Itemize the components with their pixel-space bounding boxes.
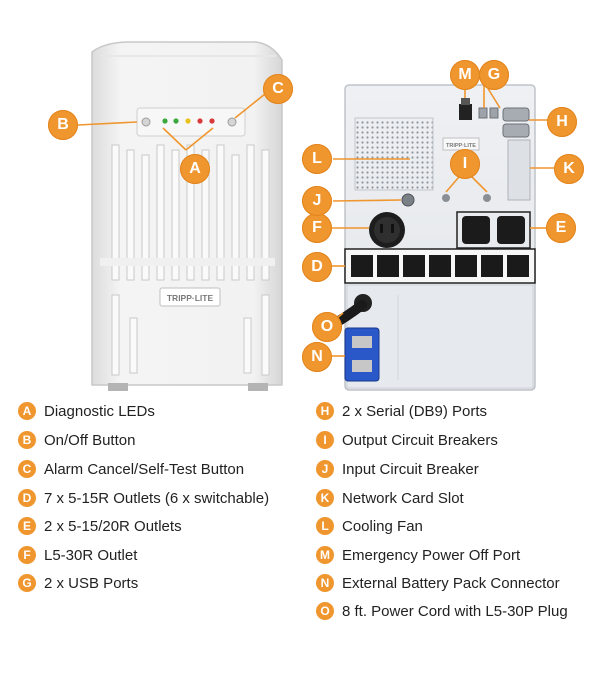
usb-port-2[interactable] (489, 107, 499, 119)
brand-logo-text: TRIPP·LITE (167, 293, 214, 303)
led-red-1 (197, 118, 203, 124)
legend-item-f: F L5-30R Outlet (18, 546, 137, 564)
callout-o: O (312, 312, 342, 342)
legend-text: Network Card Slot (342, 489, 464, 507)
legend-badge: D (18, 489, 36, 507)
legend-item-n: N External Battery Pack Connector (316, 574, 560, 592)
legend-badge: J (316, 460, 334, 478)
legend-badge: I (316, 431, 334, 449)
legend-item-j: J Input Circuit Breaker (316, 460, 479, 478)
legend-badge: C (18, 460, 36, 478)
legend-badge: E (18, 517, 36, 535)
legend-badge: H (316, 402, 334, 420)
ups-front-view: TRIPP·LITE (91, 41, 283, 391)
callout-d: D (302, 252, 332, 282)
legend-badge: F (18, 546, 36, 564)
output-breaker-1[interactable] (442, 194, 450, 202)
legend-text: 2 x 5-15/20R Outlets (44, 517, 182, 535)
legend-text: Input Circuit Breaker (342, 460, 479, 478)
legend-right: H 2 x Serial (DB9) Ports I Output Circui… (316, 402, 596, 642)
brand-logo: TRIPP·LITE (159, 287, 221, 307)
callout-j: J (302, 186, 332, 216)
legend-badge: M (316, 546, 334, 564)
legend-item-b: B On/Off Button (18, 431, 135, 449)
rear-brand-logo: TRIPP·LITE (442, 137, 480, 151)
callout-h: H (547, 107, 577, 137)
legend-badge: L (316, 517, 334, 535)
legend-text: External Battery Pack Connector (342, 574, 560, 592)
callout-m: M (450, 60, 480, 90)
emergency-power-off-port[interactable] (459, 104, 472, 120)
legend-text: 7 x 5-15R Outlets (6 x switchable) (44, 489, 270, 507)
rear-brand-logo-text: TRIPP·LITE (446, 143, 476, 149)
external-battery-connector[interactable] (344, 327, 380, 382)
legend-text: Emergency Power Off Port (342, 546, 521, 564)
led-red-2 (209, 118, 215, 124)
alarm-cancel-button[interactable] (227, 117, 237, 127)
l5-30r-outlet[interactable] (369, 212, 405, 248)
legend-item-e: E 2 x 5-15/20R Outlets (18, 517, 182, 535)
legend-text: Diagnostic LEDs (44, 402, 155, 420)
legend-text: 2 x Serial (DB9) Ports (342, 402, 488, 420)
callout-b: B (48, 110, 78, 140)
callout-c: C (263, 74, 293, 104)
legend-item-m: M Emergency Power Off Port (316, 546, 520, 564)
callout-e: E (546, 213, 576, 243)
callout-f: F (302, 213, 332, 243)
ups-illustration: TRIPP·LITE TRIPP·LITE (77, 41, 554, 391)
legend-left: A Diagnostic LEDs B On/Off Button C Alar… (18, 402, 308, 602)
legend-text: Cooling Fan (342, 517, 423, 535)
legend-badge: K (316, 489, 334, 507)
network-card-slot[interactable] (507, 139, 531, 201)
legend-text: Output Circuit Breakers (342, 431, 498, 449)
led-yellow (185, 118, 191, 124)
5-20r-outlets[interactable] (456, 211, 531, 249)
legend-item-i: I Output Circuit Breakers (316, 431, 498, 449)
serial-ports[interactable] (502, 107, 530, 138)
legend-item-g: G 2 x USB Ports (18, 574, 138, 592)
legend-text: Alarm Cancel/Self-Test Button (44, 460, 245, 478)
legend-text: L5-30R Outlet (44, 546, 138, 564)
callout-i: I (450, 149, 480, 179)
cooling-fan-grille (354, 117, 434, 191)
legend-badge: A (18, 402, 36, 420)
legend-badge: B (18, 431, 36, 449)
legend-item-c: C Alarm Cancel/Self-Test Button (18, 460, 244, 478)
callout-k: K (554, 154, 584, 184)
5-15r-outlet-strip[interactable] (344, 248, 536, 284)
legend-item-o: O 8 ft. Power Cord with L5-30P Plug (316, 602, 568, 620)
led-panel (136, 107, 246, 137)
input-breaker[interactable] (401, 193, 415, 207)
legend-item-a: A Diagnostic LEDs (18, 402, 155, 420)
callout-g: G (479, 60, 509, 90)
led-green-2 (173, 118, 179, 124)
callout-n: N (302, 342, 332, 372)
front-vents (111, 144, 270, 376)
ups-rear-view: TRIPP·LITE (322, 84, 536, 391)
legend-item-k: K Network Card Slot (316, 489, 464, 507)
output-breaker-2[interactable] (483, 194, 491, 202)
legend-item-l: L Cooling Fan (316, 517, 423, 535)
legend-item-h: H 2 x Serial (DB9) Ports (316, 402, 487, 420)
usb-port-1[interactable] (478, 107, 488, 119)
legend-badge: G (18, 574, 36, 592)
legend-badge: N (316, 574, 334, 592)
led-green-1 (162, 118, 168, 124)
legend-item-d: D 7 x 5-15R Outlets (6 x switchable) (18, 489, 269, 507)
legend-badge: O (316, 602, 334, 620)
legend-text: 2 x USB Ports (44, 574, 139, 592)
on-off-button[interactable] (141, 117, 151, 127)
callout-l: L (302, 144, 332, 174)
legend-text: 8 ft. Power Cord with L5-30P Plug (342, 602, 568, 620)
legend-text: On/Off Button (44, 431, 136, 449)
callout-a: A (180, 154, 210, 184)
